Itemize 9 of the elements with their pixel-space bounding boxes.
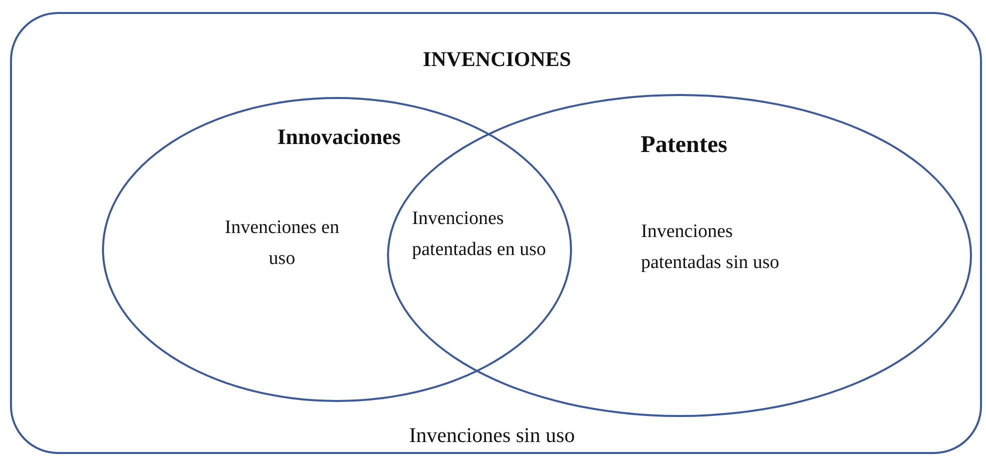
set-title: Patentes	[640, 131, 728, 160]
region-label: Invenciones en uso	[224, 216, 340, 271]
region-label: Invenciones patentadas sin uso	[641, 220, 780, 275]
set-frame	[10, 12, 982, 454]
region-label: Invenciones patentadas en uso	[412, 207, 547, 262]
set-ellipse	[102, 97, 572, 402]
set-title: INVENCIONES	[422, 46, 572, 72]
region-label: Invenciones sin uso	[408, 422, 576, 448]
set-title: Innovaciones	[276, 123, 402, 151]
